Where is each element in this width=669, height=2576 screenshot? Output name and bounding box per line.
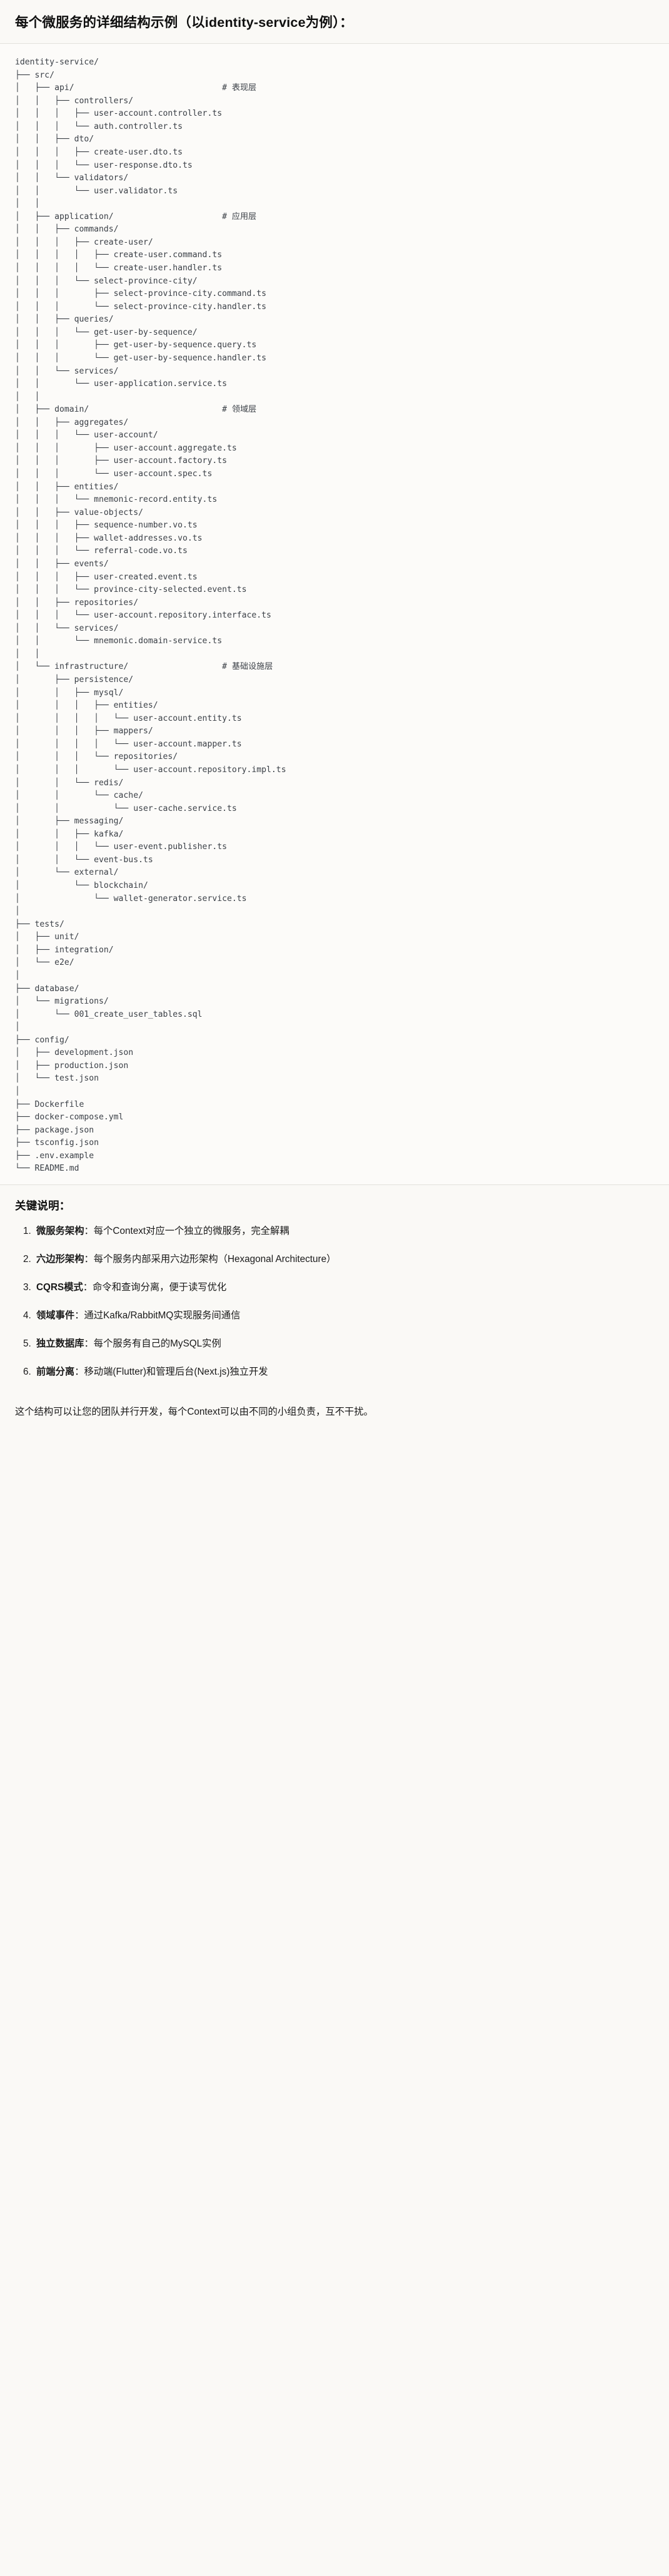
notes-divider xyxy=(0,1184,669,1185)
list-item: 领域事件：通过Kafka/RabbitMQ实现服务间通信 xyxy=(34,1309,654,1323)
note-term: CQRS模式 xyxy=(36,1281,83,1293)
page-root: 每个微服务的详细结构示例（以identity-service为例）： ident… xyxy=(0,0,669,1436)
list-item: CQRS模式：命令和查询分离，便于读写优化 xyxy=(34,1281,654,1295)
key-notes-section: 关键说明： 微服务架构：每个Context对应一个独立的微服务，完全解耦 六边形… xyxy=(0,1185,669,1398)
page-title: 每个微服务的详细结构示例（以identity-service为例）： xyxy=(15,15,353,30)
note-desc: ：移动端(Flutter)和管理后台(Next.js)独立开发 xyxy=(74,1366,268,1377)
directory-tree-block: identity-service/ ├── src/ │ ├── api/ # … xyxy=(0,44,669,1184)
list-item: 微服务架构：每个Context对应一个独立的微服务，完全解耦 xyxy=(34,1224,654,1239)
directory-tree-text: identity-service/ ├── src/ │ ├── api/ # … xyxy=(15,58,286,1174)
note-desc: ：命令和查询分离，便于读写优化 xyxy=(83,1281,227,1293)
closing-paragraph: 这个结构可以让您的团队并行开发，每个Context可以由不同的小组负责，互不干扰… xyxy=(15,1406,373,1417)
note-desc: ：每个Context对应一个独立的微服务，完全解耦 xyxy=(84,1225,289,1236)
key-notes-list: 微服务架构：每个Context对应一个独立的微服务，完全解耦 六边形架构：每个服… xyxy=(15,1224,654,1380)
note-desc: ：每个服务内部采用六边形架构（Hexagonal Architecture） xyxy=(84,1253,336,1265)
list-item: 前端分离：移动端(Flutter)和管理后台(Next.js)独立开发 xyxy=(34,1365,654,1380)
note-term: 微服务架构 xyxy=(36,1225,84,1236)
header-divider xyxy=(0,43,669,44)
note-desc: ：每个服务有自己的MySQL实例 xyxy=(84,1338,221,1349)
list-item: 独立数据库：每个服务有自己的MySQL实例 xyxy=(34,1337,654,1352)
note-term: 领域事件 xyxy=(36,1310,75,1321)
key-notes-heading: 关键说明： xyxy=(15,1199,71,1212)
note-desc: ：通过Kafka/RabbitMQ实现服务间通信 xyxy=(74,1310,241,1321)
list-item: 六边形架构：每个服务内部采用六边形架构（Hexagonal Architectu… xyxy=(34,1253,654,1267)
note-term: 六边形架构 xyxy=(36,1253,84,1265)
note-term: 独立数据库 xyxy=(36,1338,84,1349)
note-term: 前端分离 xyxy=(36,1366,75,1377)
